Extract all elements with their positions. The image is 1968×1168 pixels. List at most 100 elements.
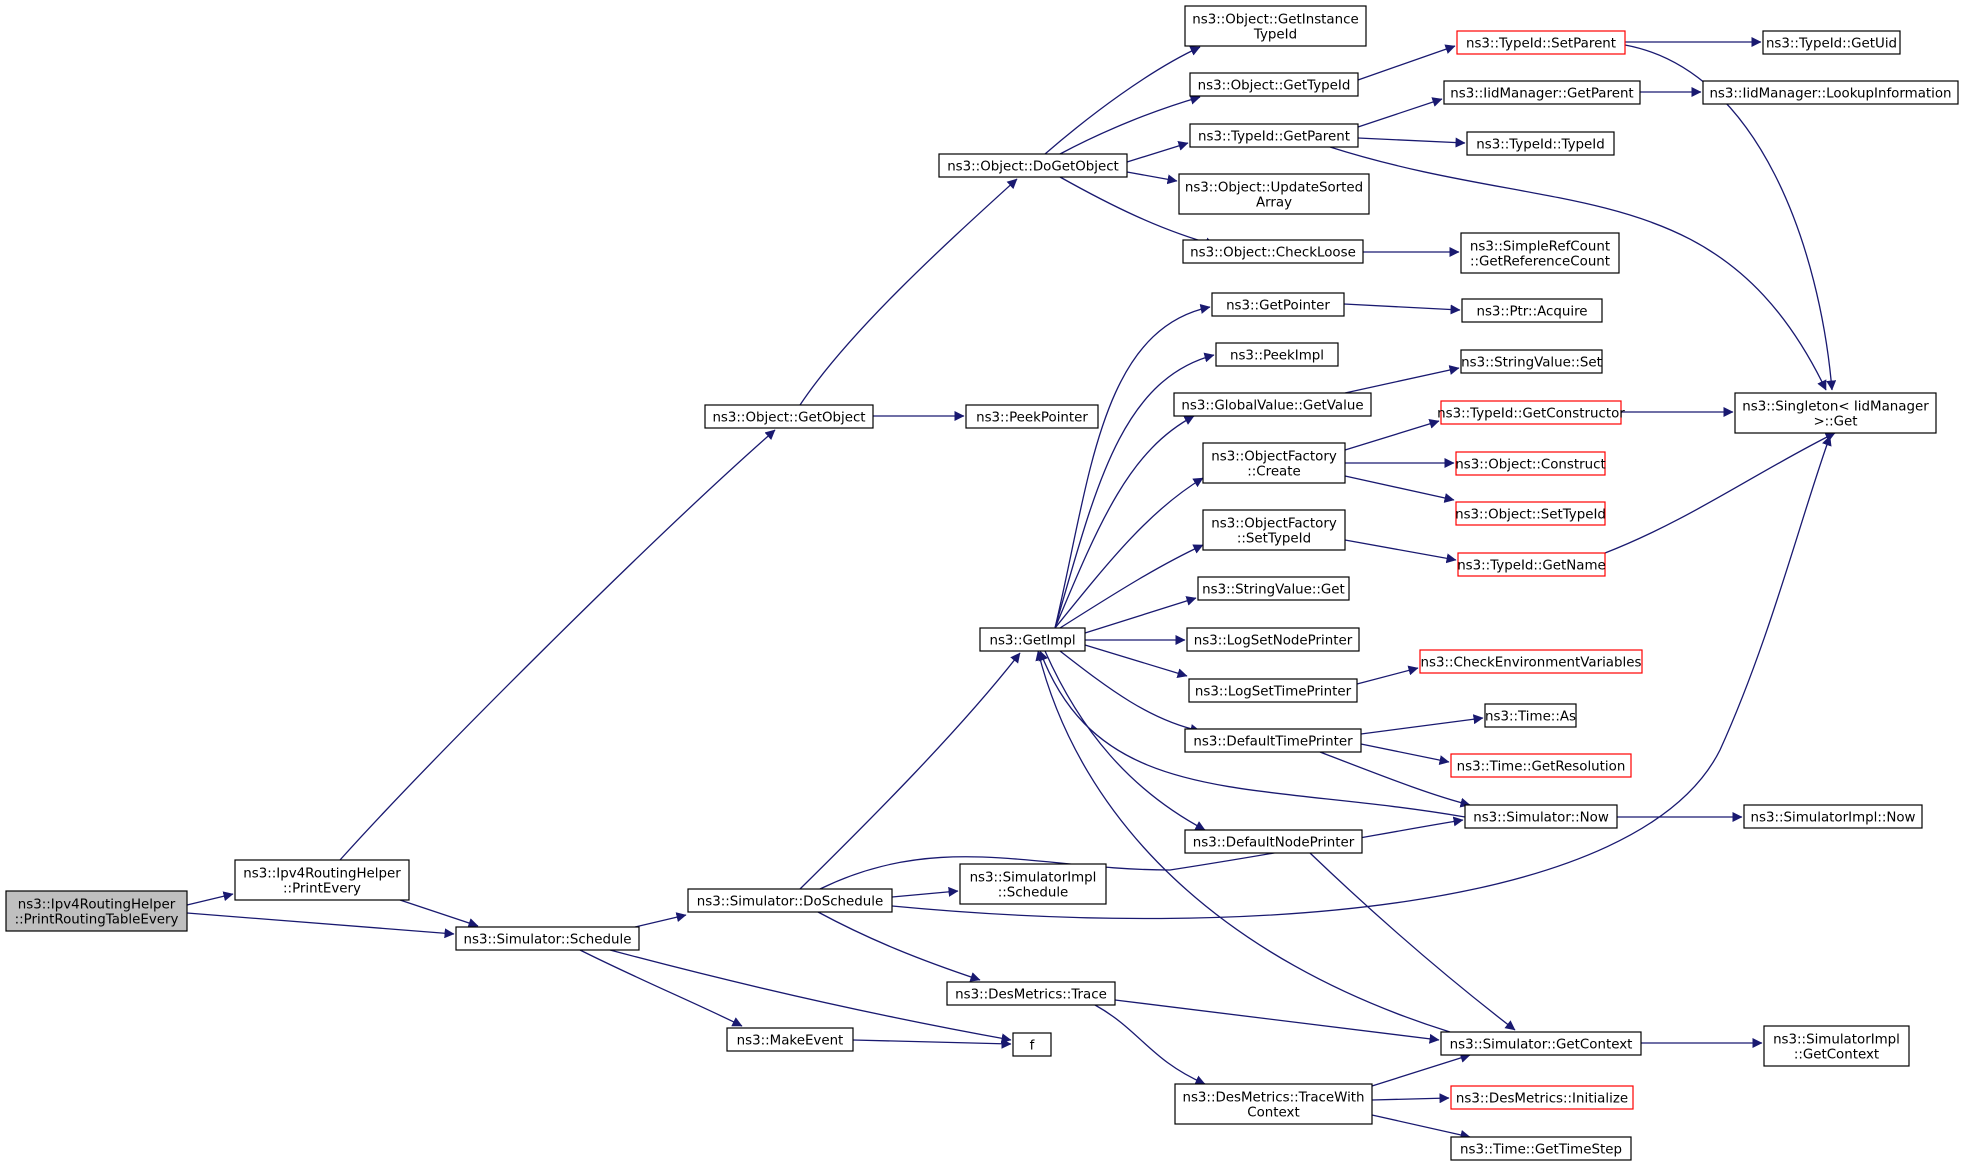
node-log-set-node-printer[interactable]: ns3::LogSetNodePrinter <box>1186 627 1360 652</box>
node-label: ns3::Object::UpdateSorted <box>1185 181 1363 196</box>
node-label: ns3::CheckEnvironmentVariables <box>1421 656 1642 671</box>
node-label: ::PrintRoutingTableEvery <box>15 913 179 928</box>
node-default-node-printer[interactable]: ns3::DefaultNodePrinter <box>1184 829 1363 854</box>
node-object-set-type-id[interactable]: ns3::Object::SetTypeId <box>1455 501 1606 526</box>
node-type-id-set-parent[interactable]: ns3::TypeId::SetParent <box>1456 30 1626 55</box>
node-default-time-printer[interactable]: ns3::DefaultTimePrinter <box>1184 728 1362 753</box>
node-schedule[interactable]: ns3::Simulator::Schedule <box>455 926 640 951</box>
edge-schedule-to-f <box>609 949 1012 1044</box>
node-label: ns3::Simulator::GetContext <box>1450 1038 1633 1053</box>
node-label: ns3::Time::As <box>1485 710 1576 725</box>
node-label: ns3::LogSetTimePrinter <box>1195 685 1352 700</box>
node-label: ns3::PeekPointer <box>976 411 1088 426</box>
node-simple-ref-count[interactable]: ns3::SimpleRefCount::GetReferenceCount <box>1460 232 1620 274</box>
edge-traceWithContext-to-timeGetTimeStep <box>1371 1114 1471 1140</box>
node-get-impl[interactable]: ns3::GetImpl <box>979 627 1086 652</box>
node-label: ns3::TypeId::GetParent <box>1198 130 1350 145</box>
node-box <box>687 888 893 913</box>
node-box <box>1443 80 1641 105</box>
node-object-factory-set-type-id[interactable]: ns3::ObjectFactory::SetTypeId <box>1202 509 1346 551</box>
node-time-get-resolution[interactable]: ns3::Time::GetResolution <box>1450 753 1632 778</box>
node-label: ns3::IidManager::LookupInformation <box>1709 87 1951 102</box>
node-label: ns3::PeekImpl <box>1230 349 1324 364</box>
node-label: ns3::GlobalValue::GetValue <box>1181 399 1363 414</box>
node-do-get-object[interactable]: ns3::Object::DoGetObject <box>938 153 1128 178</box>
node-peek-pointer[interactable]: ns3::PeekPointer <box>965 404 1099 429</box>
edge-printEvery-to-schedule <box>399 899 479 928</box>
edge-simulatorGetContext-to-getImpl <box>1035 650 1451 1033</box>
edge-getObject-to-doGetObject <box>799 178 1018 406</box>
node-box <box>1440 1031 1642 1056</box>
node-object-factory-create[interactable]: ns3::ObjectFactory::Create <box>1202 442 1346 484</box>
node-get-object[interactable]: ns3::Object::GetObject <box>704 404 874 429</box>
edge-defaultNodePrinter-to-simulatorGetContext <box>1309 852 1516 1031</box>
node-label: ns3::Singleton< IidManager <box>1742 400 1929 415</box>
node-global-value-get-value[interactable]: ns3::GlobalValue::GetValue <box>1173 392 1372 417</box>
node-des-metrics-initialize[interactable]: ns3::DesMetrics::Initialize <box>1450 1085 1634 1110</box>
edge-arrow <box>339 429 776 861</box>
node-ptr-acquire[interactable]: ns3::Ptr::Acquire <box>1461 298 1603 323</box>
node-f[interactable]: f <box>1012 1032 1052 1057</box>
edge-arrow <box>799 178 1018 406</box>
node-box <box>455 926 640 951</box>
node-simulator-get-context[interactable]: ns3::Simulator::GetContext <box>1440 1031 1642 1056</box>
node-print-every[interactable]: ns3::Ipv4RoutingHelper::PrintEvery <box>234 859 410 901</box>
node-get-pointer[interactable]: ns3::GetPointer <box>1211 292 1345 317</box>
edge-arrow <box>1054 304 1211 629</box>
node-iid-lookup[interactable]: ns3::IidManager::LookupInformation <box>1702 80 1959 105</box>
node-singleton-get[interactable]: ns3::Singleton< IidManager >::Get <box>1734 392 1937 434</box>
node-des-metrics-trace[interactable]: ns3::DesMetrics::Trace <box>946 981 1116 1006</box>
node-check-env[interactable]: ns3::CheckEnvironmentVariables <box>1419 649 1643 674</box>
node-simulator-now[interactable]: ns3::Simulator::Now <box>1464 804 1618 829</box>
node-object-construct[interactable]: ns3::Object::Construct <box>1455 451 1606 476</box>
node-box <box>1484 703 1577 728</box>
edge-getPointer-to-ptrAcquire <box>1343 303 1461 315</box>
edge-doSchedule-to-simulatorImplSchedule <box>891 886 959 898</box>
edge-typeIdGetParent-to-singletonGet <box>1329 146 1827 391</box>
node-type-id-get-name[interactable]: ns3::TypeId::GetName <box>1457 552 1606 577</box>
node-do-schedule[interactable]: ns3::Simulator::DoSchedule <box>687 888 893 913</box>
edge-arrow <box>634 912 687 928</box>
node-label: ns3::MakeEvent <box>737 1034 844 1049</box>
node-time-as[interactable]: ns3::Time::As <box>1484 703 1577 728</box>
node-label: ns3::Object::GetObject <box>712 411 865 426</box>
node-label: ns3::DesMetrics::TraceWith <box>1182 1091 1364 1106</box>
node-check-loose[interactable]: ns3::Object::CheckLoose <box>1182 239 1364 264</box>
node-label: ns3::Time::GetResolution <box>1457 760 1626 775</box>
node-label: ::Create <box>1247 465 1301 480</box>
node-label: f <box>1030 1039 1035 1054</box>
edge-arrow <box>891 886 959 898</box>
node-iid-get-parent[interactable]: ns3::IidManager::GetParent <box>1443 80 1641 105</box>
node-string-value-set[interactable]: ns3::StringValue::Set <box>1460 349 1603 374</box>
node-peek-impl[interactable]: ns3::PeekImpl <box>1215 342 1339 367</box>
edge-arrow <box>799 652 1021 890</box>
node-simulator-impl-now[interactable]: ns3::SimulatorImpl::Now <box>1743 804 1923 829</box>
edge-arrow <box>1344 419 1440 451</box>
node-log-set-time-printer[interactable]: ns3::LogSetTimePrinter <box>1188 678 1358 703</box>
node-box <box>1186 627 1360 652</box>
node-make-event[interactable]: ns3::MakeEvent <box>726 1027 854 1052</box>
edge-doGetObject-to-checkLoose <box>1059 176 1216 248</box>
node-box <box>1174 1083 1373 1125</box>
node-obj-get-type-id[interactable]: ns3::Object::GetTypeId <box>1189 72 1359 97</box>
edge-doSchedule-to-getImpl <box>799 652 1021 890</box>
node-time-get-time-step[interactable]: ns3::Time::GetTimeStep <box>1450 1136 1632 1161</box>
edge-arrow <box>1360 714 1484 735</box>
node-simulator-impl-schedule[interactable]: ns3::SimulatorImpl::Schedule <box>959 863 1107 905</box>
node-string-value-get[interactable]: ns3::StringValue::Get <box>1197 576 1350 601</box>
node-box <box>1202 442 1346 484</box>
node-type-id-get-uid[interactable]: ns3::TypeId::GetUid <box>1762 30 1901 55</box>
node-type-id-type-id[interactable]: ns3::TypeId::TypeId <box>1466 131 1615 156</box>
node-simulator-impl-get-context[interactable]: ns3::SimulatorImpl::GetContext <box>1763 1025 1910 1067</box>
node-type-id-get-parent[interactable]: ns3::TypeId::GetParent <box>1189 123 1359 148</box>
edge-arrow <box>1329 146 1827 391</box>
node-type-id-get-constructor[interactable]: ns3::TypeId::GetConstructor <box>1437 400 1625 425</box>
edge-doGetObject-to-typeIdGetParent <box>1126 141 1189 163</box>
edge-arrow <box>1357 44 1456 81</box>
edge-defaultTimePrinter-to-simulatorNow <box>1319 751 1471 808</box>
node-label: ::GetContext <box>1794 1048 1879 1063</box>
